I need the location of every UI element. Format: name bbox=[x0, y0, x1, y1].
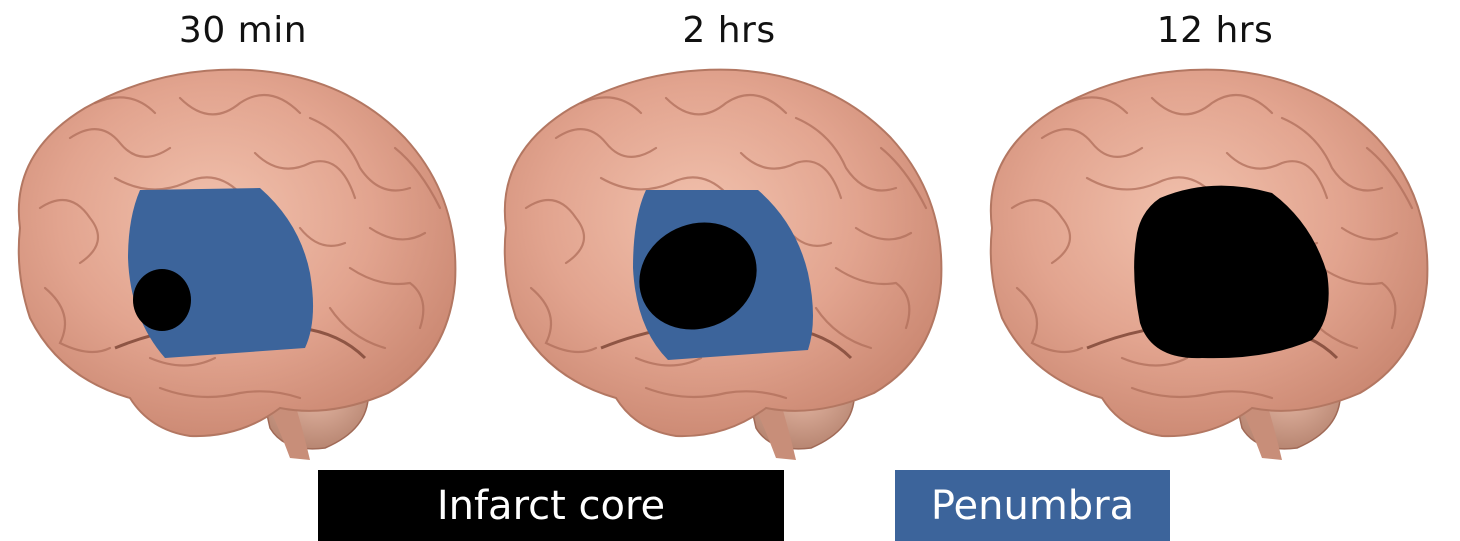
legend-infarct-core-label: Infarct core bbox=[437, 483, 665, 529]
legend-penumbra: Penumbra bbox=[895, 470, 1170, 541]
legend-penumbra-label: Penumbra bbox=[931, 483, 1134, 529]
legend-infarct-core: Infarct core bbox=[318, 470, 784, 541]
time-label: 12 hrs bbox=[972, 10, 1458, 51]
brain-illustration bbox=[486, 58, 972, 470]
time-label: 2 hrs bbox=[486, 10, 972, 51]
panel-12-hrs: 12 hrs bbox=[972, 0, 1458, 470]
brain-illustration bbox=[0, 58, 486, 470]
time-label: 30 min bbox=[0, 10, 486, 51]
infarct-core-region bbox=[133, 269, 191, 331]
panel-2-hrs: 2 hrs bbox=[486, 0, 972, 470]
brain-illustration bbox=[972, 58, 1458, 470]
panel-30-min: 30 min bbox=[0, 0, 486, 470]
